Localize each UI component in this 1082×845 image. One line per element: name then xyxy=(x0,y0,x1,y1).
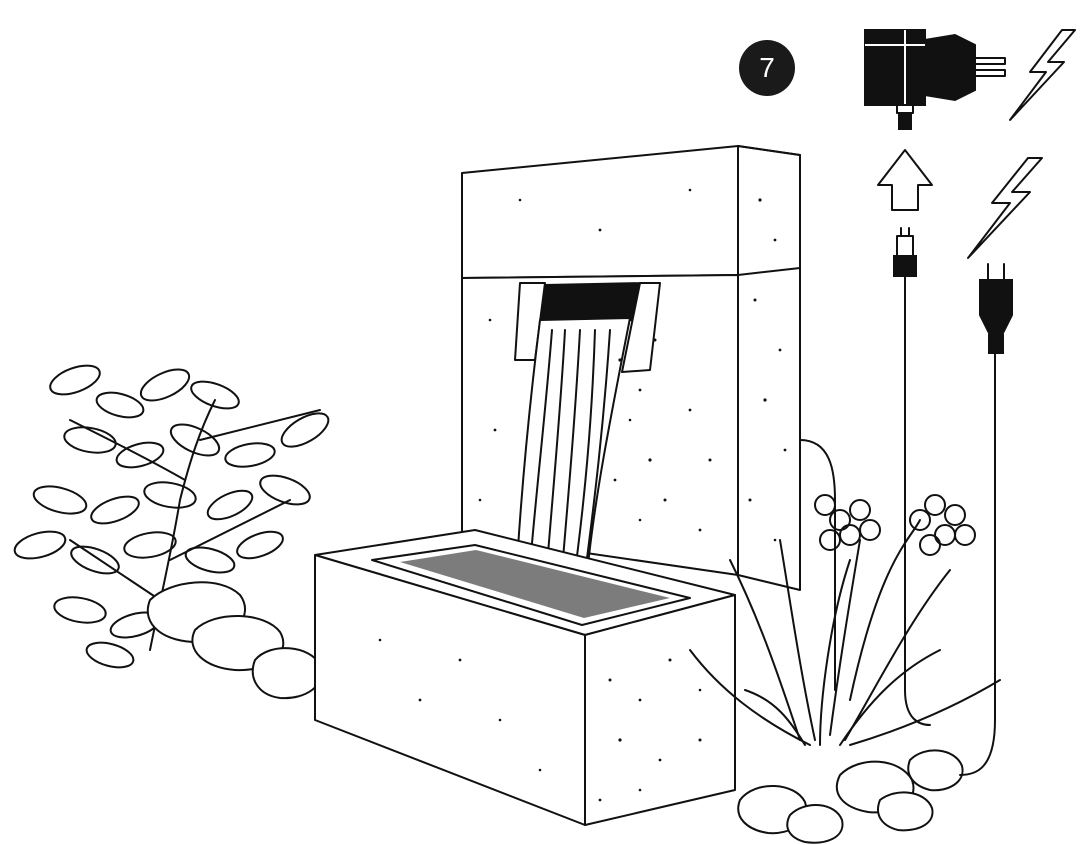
lightning-icon xyxy=(968,158,1042,258)
lightning-icon xyxy=(1010,30,1075,120)
right-stones xyxy=(738,750,962,842)
arrow-up-icon xyxy=(878,150,932,210)
left-stones xyxy=(148,582,322,698)
fountain xyxy=(315,146,800,825)
power-adapter xyxy=(865,30,1005,129)
pump-cable-connector xyxy=(894,228,916,276)
mains-plug xyxy=(980,264,1012,353)
